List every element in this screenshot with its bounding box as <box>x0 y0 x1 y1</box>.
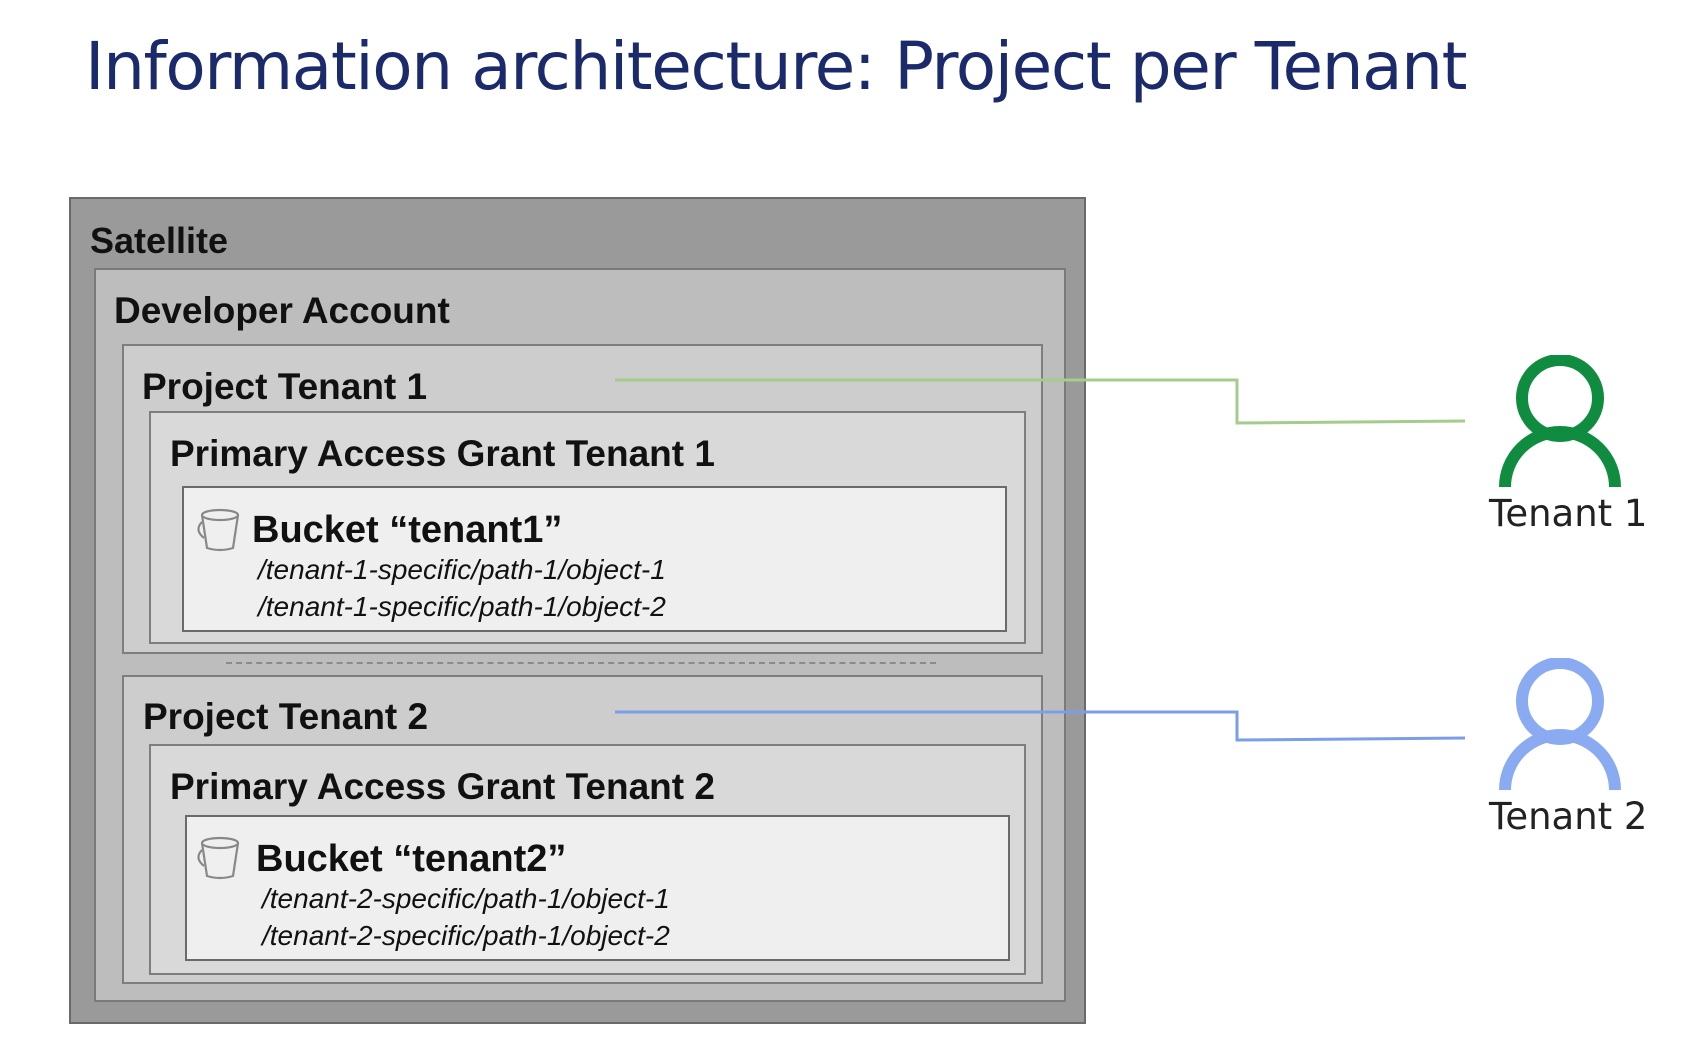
access-grant-tenant-2-label: Primary Access Grant Tenant 2 <box>170 766 715 807</box>
bucket-tenant-1-container <box>182 486 1007 632</box>
bucket-tenant-1-label: Bucket “tenant1” <box>252 509 563 551</box>
bucket-icon <box>197 508 240 552</box>
project-divider <box>226 662 936 664</box>
bucket-icon <box>197 836 240 880</box>
bucket-tenant-2-label: Bucket “tenant2” <box>256 838 567 880</box>
access-grant-tenant-1-label: Primary Access Grant Tenant 1 <box>170 433 715 474</box>
tenant-1-label: Tenant 1 <box>1489 492 1648 535</box>
page-title: Information architecture: Project per Te… <box>85 28 1467 105</box>
user-icon <box>1499 658 1621 791</box>
satellite-label: Satellite <box>90 220 229 261</box>
project-tenant-1-label: Project Tenant 1 <box>142 366 428 407</box>
project-tenant-2-label: Project Tenant 2 <box>143 696 429 737</box>
object-path: /tenant-1-specific/path-1/object-1 <box>258 554 666 585</box>
tenant-2-connector <box>615 710 1466 742</box>
tenant-2-label: Tenant 2 <box>1489 795 1648 838</box>
tenant-1-connector <box>615 378 1466 425</box>
object-path: /tenant-2-specific/path-1/object-1 <box>262 883 670 914</box>
bucket-tenant-2-container <box>185 815 1010 961</box>
developer-account-label: Developer Account <box>114 290 450 331</box>
object-path: /tenant-1-specific/path-1/object-2 <box>258 591 666 622</box>
object-path: /tenant-2-specific/path-1/object-2 <box>262 920 670 951</box>
user-icon <box>1499 355 1621 488</box>
